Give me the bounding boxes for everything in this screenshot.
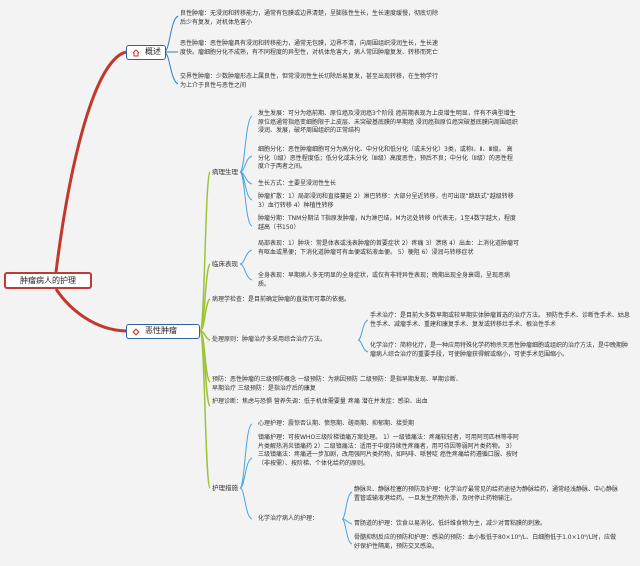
- pathophys-item-development: 发生发展：可分为癌前期、原位癌及浸润癌3个阶段 癌前期表现为上皮增生明显，伴有不…: [258, 110, 518, 134]
- branch-malignant[interactable]: 恶性肿瘤: [126, 324, 200, 339]
- nursing-item-analgesia: 镇痛护理：可按WHO三级阶梯镇痛方案处理。 1）一级镇痛法：疼痛较轻者，可用阿司…: [258, 434, 519, 467]
- pathophys-item-differentiation: 细胞分化：恶性肿瘤细胞可分为高分化、中分化和低分化（或未分化）3类，或称Ⅰ、Ⅱ、…: [258, 146, 513, 170]
- manifest-item-local: 局部表现：1）肿块：常是体表或浅表肿瘤的首要症状 2）疼痛 3）溃疡 4）出血：…: [258, 240, 519, 256]
- overview-item-borderline: 交界性肿瘤：少数肿瘤形态上属良性，但常浸润性生长切除后易复发，甚至出现转移，在生…: [180, 73, 439, 89]
- branch-malignant-label: 恶性肿瘤: [145, 326, 177, 335]
- nursing-diagnosis: 护理诊断：焦虑与恐惧 营养失调：低于机体需要量 疼痛 潜在并发症：感染、出血: [212, 398, 428, 405]
- treatment-item-chemo: 化学治疗：简称化疗，是一种应用特殊化学药物杀灭恶性肿瘤细胞或组织的治疗方法，是中…: [370, 342, 629, 358]
- chemo-item-gi: 胃肠道的护理：饮食以易消化、低纤维食物为主，减少对胃粘膜的刺激。: [354, 520, 547, 527]
- nursing-item-psychological: 心理护理：震惊否认期、愤怒期、磋商期、抑郁期、接受期: [258, 420, 415, 427]
- pathophys-item-staging: 肿瘤分期：TNM分期法 T指原发肿瘤，N为淋巴结，M为远处转移 0代表无，1至4…: [258, 215, 516, 231]
- overview-item-benign: 良性肿瘤：无浸润和转移能力，通常有包膜或边界清楚，呈膨胀性生长，生长速度缓慢，彻…: [180, 10, 439, 26]
- pathology-exam: 病理学检查：是目前确定肿瘤的直接而可靠的依据。: [212, 296, 351, 303]
- chemo-item-phlebitis: 静脉炎、静脉栓塞的预防及护理：化学治疗最常见的给药途径为静脉给药，通常经浅静脉、…: [354, 486, 619, 502]
- prevention: 预防：恶性肿瘤的三级预防概念 一级预防：为病因预防 二级预防：是指早期发现、早期…: [212, 376, 462, 392]
- overview-item-malignant: 恶性肿瘤：恶性肿瘤具有浸润和转移能力，通常无包膜，边界不清，向周围组织浸润生长，…: [180, 40, 439, 56]
- topic-pathophysiology[interactable]: 病理生理: [212, 168, 238, 176]
- chemo-item-marrow: 骨髓抑制反应的预防和护理：感染的预防：血小板低于80×10⁹/L、白细胞低于1.…: [354, 534, 617, 550]
- home-icon: [132, 49, 140, 61]
- topic-nursing-measures[interactable]: 护理措施: [212, 484, 238, 492]
- branch-overview-label: 概述: [145, 47, 161, 56]
- root-node[interactable]: 肿瘤病人的护理: [4, 272, 92, 289]
- gear-icon: [132, 328, 140, 340]
- pathophys-item-spread: 肿瘤扩散：1）局部浸润和直接蔓延 2）淋巴转移：大部分呈近转移，也可出现“跳跃式…: [258, 193, 514, 209]
- treatment-item-surgery: 手术治疗：是目前大多数早期或较早期实体肿瘤首选的治疗方法。 预防性手术、诊断性手…: [370, 312, 630, 328]
- topic-clinical-manifestation[interactable]: 临床表现: [212, 260, 238, 268]
- chemo-nursing[interactable]: 化学治疗病人的护理：: [258, 515, 319, 522]
- manifest-item-systemic: 全身表现：早期病人多无明显的全身症状，或仅有非特异性表现；晚期出现全身衰竭，呈现…: [258, 272, 511, 288]
- branch-overview[interactable]: 概述: [126, 45, 166, 60]
- treatment-principle[interactable]: 处理原则：肿瘤治疗多采用综合治疗方法。: [212, 336, 327, 343]
- pathophys-item-growth: 生长方式：主要呈浸润性生长: [258, 180, 337, 187]
